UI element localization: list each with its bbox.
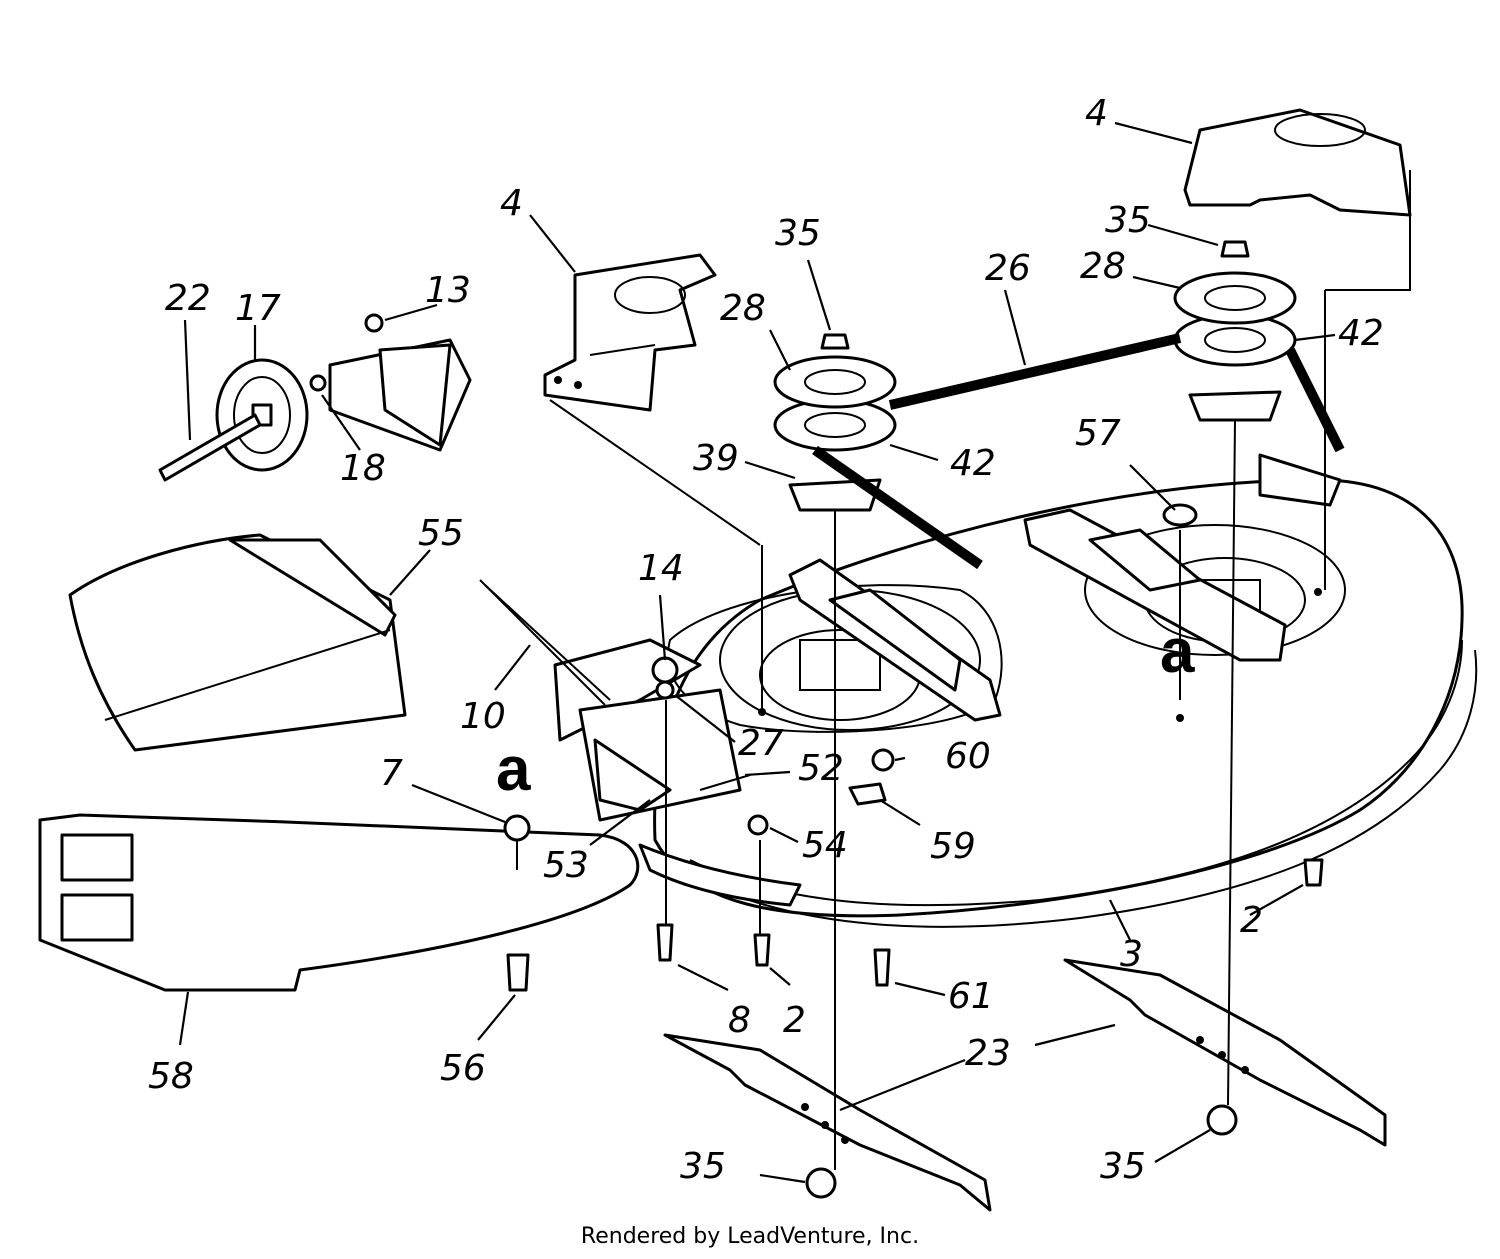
label-3-deck: 3 xyxy=(1120,934,1143,975)
label-4-right-baffle: 4 xyxy=(1085,93,1108,134)
idler-arm-assembly xyxy=(479,579,895,836)
label-39-spindle: 39 xyxy=(693,438,739,479)
mower-deck-shell xyxy=(638,478,1478,928)
reference-marker-a-right: a xyxy=(1160,617,1195,686)
spindle-assembly-right xyxy=(1173,240,1297,422)
label-53: 53 xyxy=(543,845,589,886)
label-35-left-blade-nut: 35 xyxy=(680,1146,726,1187)
blade-right xyxy=(1063,958,1387,1147)
gauge-wheel-assembly xyxy=(158,313,472,482)
label-42-left-pulley: 42 xyxy=(950,443,996,484)
drive-belt xyxy=(812,333,1345,570)
deck-skirt-left xyxy=(38,813,640,992)
label-7-nut: 7 xyxy=(380,753,403,794)
reference-marker-a-left: a xyxy=(496,735,531,804)
footer-credit: Rendered by LeadVenture, Inc. xyxy=(580,1224,920,1249)
label-42-right-pulley: 42 xyxy=(1338,313,1384,354)
label-2-center-bolt: 2 xyxy=(783,1000,806,1041)
label-13-nut: 13 xyxy=(425,270,471,311)
discharge-chute xyxy=(68,533,407,752)
label-2-right-bolt: 2 xyxy=(1240,900,1263,941)
label-4-left-baffle: 4 xyxy=(500,183,523,224)
label-28-right-pulley: 28 xyxy=(1080,246,1126,287)
label-23-blades: 23 xyxy=(965,1033,1011,1074)
label-57: 57 xyxy=(1075,413,1121,454)
label-60: 60 xyxy=(945,736,991,777)
label-17-wheel: 17 xyxy=(235,288,281,329)
label-56-bolt: 56 xyxy=(440,1048,486,1089)
label-52: 52 xyxy=(798,748,844,789)
label-8-bolt: 8 xyxy=(728,1000,751,1041)
label-61-bolt: 61 xyxy=(948,976,994,1017)
label-22-bolt: 22 xyxy=(165,278,211,319)
label-59: 59 xyxy=(930,826,976,867)
label-10-rod: 10 xyxy=(460,696,506,737)
label-28-left-pulley: 28 xyxy=(720,288,766,329)
label-35-left-nut: 35 xyxy=(775,213,821,254)
label-27: 27 xyxy=(738,723,784,764)
alignment-lines xyxy=(516,170,1411,1170)
blade-left xyxy=(663,1033,992,1212)
label-35-right-nut: 35 xyxy=(1105,200,1151,241)
label-35-right-blade-nut: 35 xyxy=(1100,1146,1146,1187)
leader-lines xyxy=(178,121,1336,1184)
label-54: 54 xyxy=(802,825,848,866)
baffle-right xyxy=(1183,108,1412,507)
baffle-left xyxy=(543,253,717,412)
label-55-chute: 55 xyxy=(418,513,464,554)
hardware xyxy=(503,503,1324,1199)
spindle-assembly-left xyxy=(773,333,897,512)
label-14: 14 xyxy=(638,548,684,589)
label-26-belt: 26 xyxy=(985,248,1031,289)
label-18: 18 xyxy=(340,448,386,489)
label-58-skirt: 58 xyxy=(148,1056,194,1097)
part-labels: 4 4 35 35 26 28 28 42 42 39 57 22 17 13 … xyxy=(148,93,1384,1187)
